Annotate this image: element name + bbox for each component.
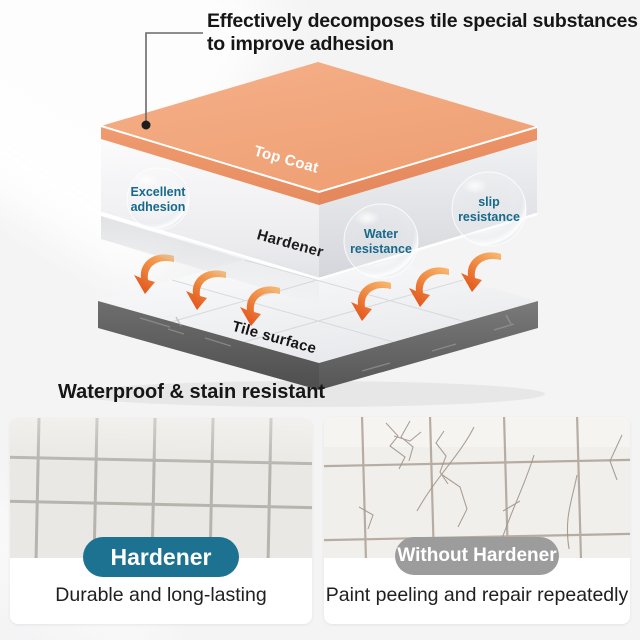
layer-top-coat: Top Coat bbox=[100, 62, 538, 205]
page-title: Effectively decomposes tile special subs… bbox=[207, 10, 638, 56]
bubble-label: resistance bbox=[458, 210, 520, 224]
comparison-panel-without-hardener: Without Hardener Paint peeling and repai… bbox=[324, 417, 630, 624]
bubble-excellent-adhesion: Excellent adhesion bbox=[126, 167, 190, 231]
bubble-slip-resistance: slip resistance bbox=[451, 171, 527, 247]
section-heading: Waterproof & stain resistant bbox=[58, 381, 326, 403]
bubble-label: Water bbox=[364, 227, 398, 241]
callout-dot bbox=[141, 120, 151, 130]
marble-streaks bbox=[139, 314, 515, 372]
crack-lines bbox=[358, 420, 623, 550]
bubble-label: resistance bbox=[350, 242, 412, 256]
bubble-water-resistance: Water resistance bbox=[343, 203, 419, 279]
without-hardener-caption: Paint peeling and repair repeatedly bbox=[325, 584, 629, 606]
bubble-label: slip bbox=[478, 195, 500, 209]
comparison-panel-hardener: Hardener Durable and long-lasting bbox=[10, 418, 312, 624]
bubble-label: Excellent bbox=[131, 185, 187, 199]
cracked-tile-photo bbox=[324, 417, 630, 558]
callout-line bbox=[145, 32, 203, 125]
hardener-caption: Durable and long-lasting bbox=[55, 584, 267, 606]
page-title-line2: to improve adhesion bbox=[207, 33, 394, 55]
hardener-badge: Hardener bbox=[83, 537, 239, 577]
callout bbox=[141, 32, 203, 130]
cracked-tile-texture bbox=[324, 417, 630, 558]
ground-shadow bbox=[75, 381, 545, 407]
bubble-label: adhesion bbox=[131, 200, 186, 214]
without-hardener-badge: Without Hardener bbox=[395, 537, 559, 575]
page-title-line1: Effectively decomposes tile special subs… bbox=[207, 10, 638, 32]
